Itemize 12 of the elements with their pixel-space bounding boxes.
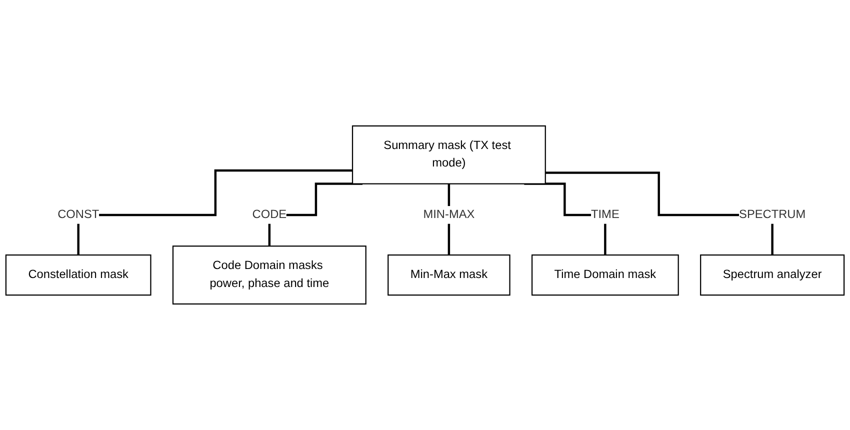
node-box: Code Domain masks power, phase and time <box>172 246 366 305</box>
node-box: Min-Max mask <box>388 254 510 296</box>
connector <box>77 169 352 256</box>
node-box: Summary mask (TX test mode) <box>352 125 546 184</box>
node-box: Spectrum analyzer <box>700 254 845 296</box>
node-box: Constellation mask <box>5 254 152 296</box>
node-label: CODE <box>252 208 287 221</box>
node-box: Time Domain mask <box>531 254 679 296</box>
node-label: SPECTRUM <box>739 208 806 221</box>
node-label: TIME <box>591 208 620 221</box>
node-label: MIN-MAX <box>423 208 475 221</box>
node-label: CONST <box>58 208 100 221</box>
